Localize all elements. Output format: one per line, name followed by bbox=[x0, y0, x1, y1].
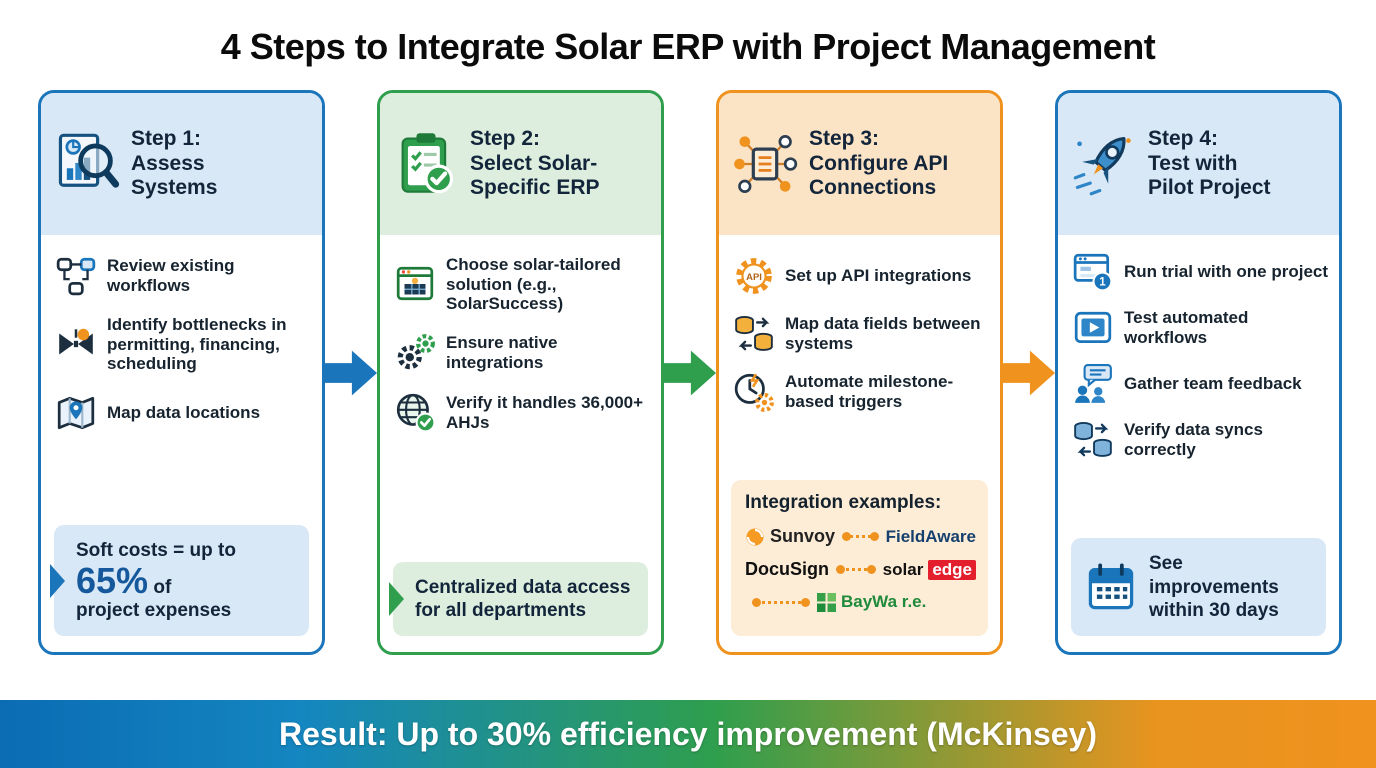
globe-check-icon bbox=[396, 393, 436, 433]
step-3-header: Step 3: Configure API Connections bbox=[719, 93, 1000, 235]
callout-line: 65% of bbox=[76, 559, 297, 601]
step-2-header: Step 2: Select Solar- Specific ERP bbox=[380, 93, 661, 235]
item-text: Verify it handles 36,000+ AHJs bbox=[446, 393, 644, 432]
callout-big-number: 65% bbox=[76, 559, 149, 601]
item-text: Run trial with one project bbox=[1124, 262, 1329, 282]
sunvoy-label: Sunvoy bbox=[770, 526, 836, 546]
callout-line: Centralized data access for all departme… bbox=[415, 576, 631, 621]
result-banner: Result: Up to 30% efficiency improvement… bbox=[0, 700, 1376, 768]
play-video-icon bbox=[1074, 311, 1112, 344]
arrow-step2-to-step3 bbox=[664, 90, 716, 655]
integration-heading: Integration examples: bbox=[745, 492, 942, 513]
integration-connector bbox=[842, 532, 879, 541]
clock-automation-icon bbox=[734, 373, 774, 412]
list-item: API Set up API integrations bbox=[733, 255, 990, 297]
item-text: Map data locations bbox=[107, 402, 261, 422]
api-icon-label: API bbox=[746, 272, 762, 283]
centralized-data-callout: Centralized data access for all departme… bbox=[393, 561, 648, 636]
callout-line: See improvements within 30 days bbox=[1149, 553, 1279, 621]
item-text: Gather team feedback bbox=[1124, 374, 1302, 394]
arrow-step1-to-step2 bbox=[325, 90, 377, 655]
list-item: Map data fields between systems bbox=[733, 313, 990, 355]
integration-row: BayWa r.e. bbox=[745, 592, 976, 612]
list-item: Verify data syncs correctly bbox=[1072, 419, 1329, 461]
one-icon-label: 1 bbox=[1099, 277, 1106, 289]
item-text: Map data fields between systems bbox=[785, 314, 981, 353]
clipboard-checklist-icon bbox=[401, 133, 454, 194]
map-pin-icon bbox=[57, 396, 95, 429]
fieldaware-logo: FieldAware bbox=[885, 526, 976, 546]
integration-connector bbox=[752, 597, 810, 607]
page-title: 4 Steps to Integrate Solar ERP with Proj… bbox=[220, 26, 1156, 67]
integration-row: Sunvoy FieldAware bbox=[745, 526, 976, 547]
gears-icon bbox=[397, 333, 435, 369]
database-check-icon bbox=[1074, 422, 1112, 457]
list-item: Verify it handles 36,000+ AHJs bbox=[394, 392, 651, 434]
solaredge-edge-label: edge bbox=[928, 559, 976, 580]
rocket-icon bbox=[1073, 136, 1131, 196]
baywa-label: BayWa r.e. bbox=[841, 592, 927, 611]
list-item: Review existing workflows bbox=[55, 255, 312, 297]
integration-examples-box: Integration examples: Sunvoy FieldAware … bbox=[731, 480, 988, 636]
step-2-card: Step 2: Select Solar- Specific ERP Choos… bbox=[377, 90, 664, 655]
item-text: Test automated workflows bbox=[1124, 308, 1249, 347]
item-text: Set up API integrations bbox=[785, 266, 972, 286]
item-text: Choose solar-tailored solution (e.g., So… bbox=[446, 255, 621, 314]
baywa-squares-icon bbox=[817, 592, 836, 612]
step-1-title: Step 1: Assess Systems bbox=[131, 126, 218, 200]
item-text: Automate milestone-based triggers bbox=[785, 372, 954, 411]
browser-one-icon: 1 bbox=[1073, 253, 1113, 292]
step-1-header: Step 1: Assess Systems bbox=[41, 93, 322, 235]
step-1-card: Step 1: Assess Systems Review existing w… bbox=[38, 90, 325, 655]
callout-line-rest: of bbox=[153, 576, 172, 598]
item-text: Review existing workflows bbox=[107, 256, 235, 295]
step-4-card: Step 4: Test with Pilot Project 1 Run tr… bbox=[1055, 90, 1342, 655]
calendar-icon bbox=[1088, 563, 1134, 610]
callout-line: Soft costs = up to bbox=[76, 540, 236, 562]
list-item: Automate milestone-based triggers bbox=[733, 371, 990, 413]
step-4-title: Step 4: Test with Pilot Project bbox=[1148, 126, 1271, 200]
list-item: Ensure native integrations bbox=[394, 332, 651, 374]
callout-line: project expenses bbox=[76, 599, 232, 621]
integration-connector bbox=[836, 565, 876, 574]
step-2-items: Choose solar-tailored solution (e.g., So… bbox=[380, 235, 661, 562]
list-item: Gather team feedback bbox=[1072, 363, 1329, 405]
arrow-step3-to-step4 bbox=[1003, 90, 1055, 655]
workflow-icon bbox=[56, 257, 96, 296]
sunvoy-logo: Sunvoy bbox=[745, 526, 835, 547]
step-3-items: API Set up API integrations Map data fie… bbox=[719, 235, 1000, 480]
docusign-logo: DocuSign bbox=[745, 559, 829, 579]
bottleneck-valve-icon bbox=[59, 329, 93, 355]
list-item: Choose solar-tailored solution (e.g., So… bbox=[394, 255, 651, 314]
step-4-header: Step 4: Test with Pilot Project bbox=[1058, 93, 1339, 235]
step-1-items: Review existing workflows Identify bottl… bbox=[41, 235, 322, 525]
steps-board: Step 1: Assess Systems Review existing w… bbox=[0, 90, 1376, 655]
improvements-callout: See improvements within 30 days bbox=[1071, 538, 1326, 636]
team-chat-icon bbox=[1075, 364, 1112, 403]
database-sync-icon bbox=[735, 316, 773, 351]
list-item: Identify bottlenecks in permitting, fina… bbox=[55, 315, 312, 374]
result-text: Result: Up to 30% efficiency improvement… bbox=[279, 715, 1097, 752]
soft-costs-callout: Soft costs = up to 65% of project expens… bbox=[54, 525, 309, 636]
solar-software-icon bbox=[396, 267, 434, 301]
list-item: Map data locations bbox=[55, 392, 312, 434]
network-server-icon bbox=[734, 135, 798, 193]
step-2-title: Step 2: Select Solar- Specific ERP bbox=[470, 126, 600, 200]
document-chart-magnifier-icon bbox=[58, 133, 120, 188]
list-item: 1 Run trial with one project bbox=[1072, 251, 1329, 293]
sunvoy-swirl-icon bbox=[746, 528, 764, 545]
step-3-card: Step 3: Configure API Connections API Se… bbox=[716, 90, 1003, 655]
api-gear-icon: API bbox=[736, 258, 772, 294]
step-3-title: Step 3: Configure API Connections bbox=[809, 126, 949, 200]
baywa-logo: BayWa r.e. bbox=[817, 592, 926, 612]
item-text: Identify bottlenecks in permitting, fina… bbox=[107, 315, 287, 374]
step-4-items: 1 Run trial with one project Test automa… bbox=[1058, 235, 1339, 538]
item-text: Verify data syncs correctly bbox=[1124, 420, 1263, 459]
item-text: Ensure native integrations bbox=[446, 333, 558, 372]
solaredge-solar-label: solar bbox=[882, 559, 924, 579]
list-item: Test automated workflows bbox=[1072, 307, 1329, 349]
